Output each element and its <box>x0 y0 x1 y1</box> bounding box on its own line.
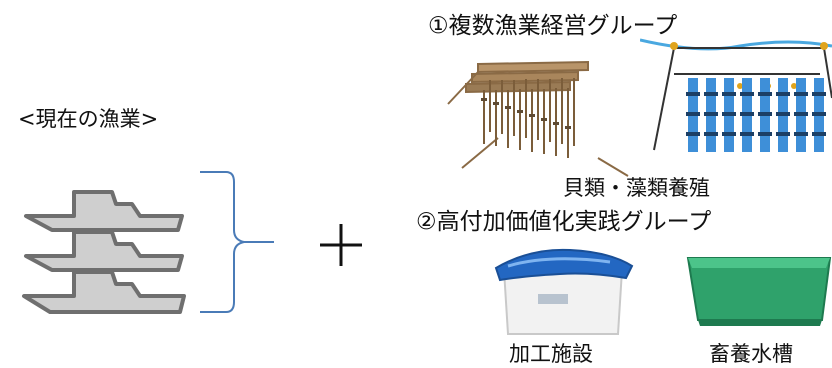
group1-title: ①複数漁業経営グループ <box>428 13 678 39</box>
holding-tank-icon <box>686 257 832 326</box>
longline-culture-icon <box>640 38 832 152</box>
processing-facility-icon <box>494 248 634 335</box>
current-fishery-label: <現在の漁業> <box>18 107 159 131</box>
hanging-culture-rack-icon <box>447 60 629 177</box>
group2-title: ②高付加価値化実践グループ <box>416 209 712 235</box>
bracket-icon <box>200 171 274 313</box>
plus-icon <box>320 224 362 266</box>
fishing-boat-stack-icon <box>22 190 186 314</box>
holding-tank-caption: 畜養水槽 <box>709 342 793 366</box>
processing-facility-caption: 加工施設 <box>509 342 593 366</box>
shellfish-algae-culture-caption: 貝類・藻類養殖 <box>563 176 710 200</box>
